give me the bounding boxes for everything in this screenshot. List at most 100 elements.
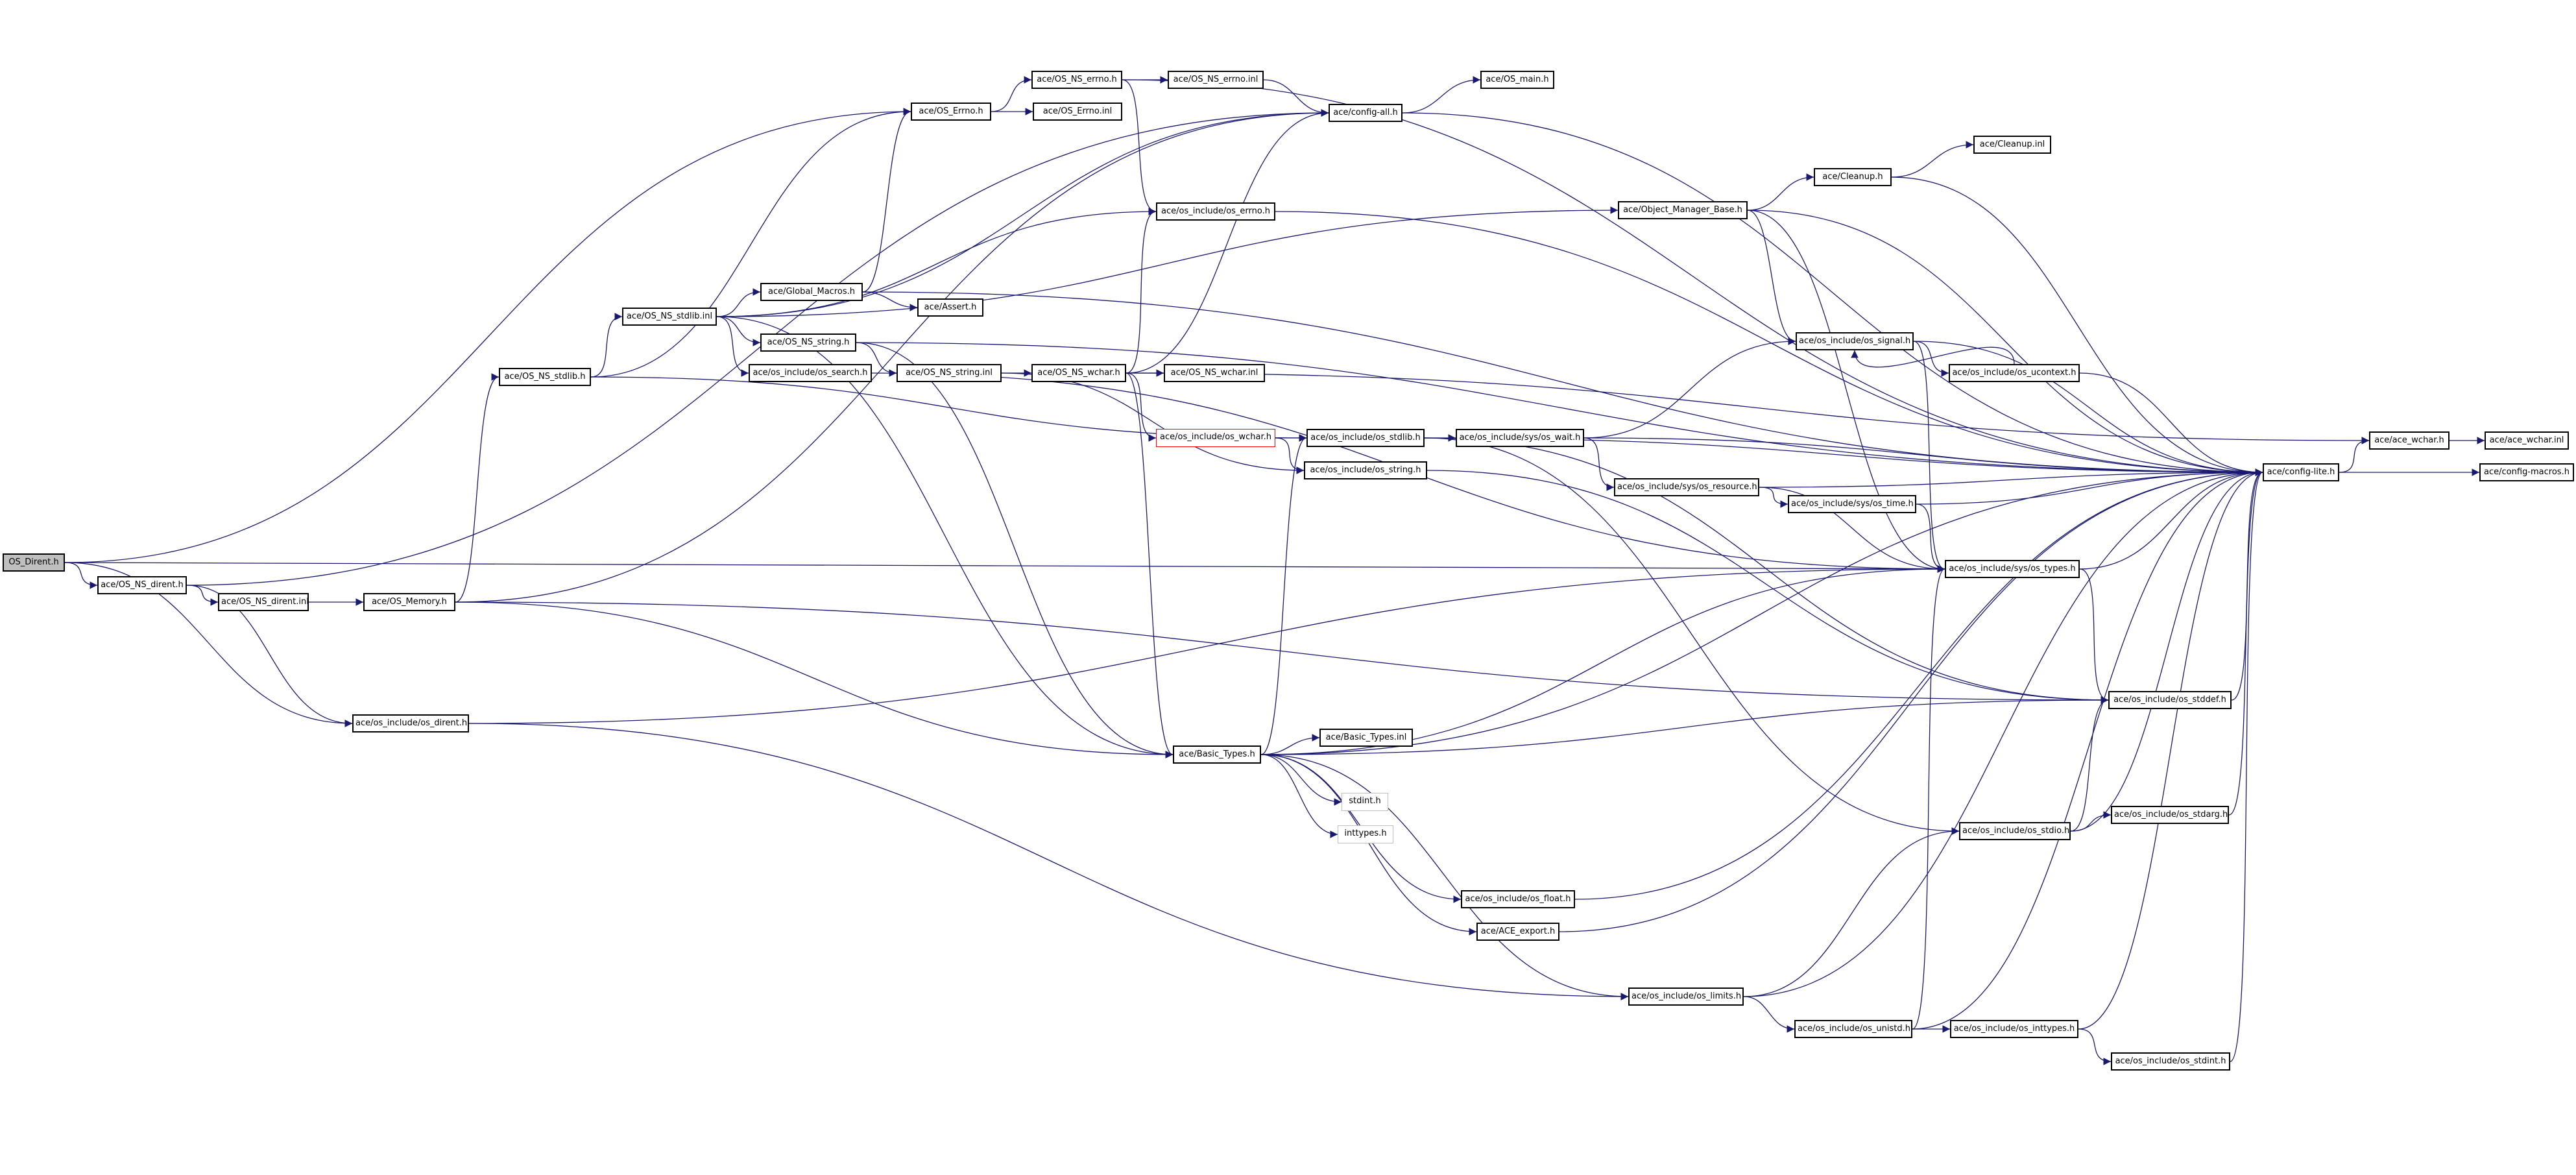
node-os-ns-dirent-inl[interactable]: ace/OS_NS_dirent.inl	[218, 593, 309, 611]
edge-os_include_os_stdarg_h-to-config_lite_h	[2228, 468, 2263, 816]
edge-os_ns_wchar_h-to-os_include_os_wchar_h	[1125, 372, 1157, 442]
edge-os_ns_stdlib_inl-to-os_ns_string_h	[716, 316, 761, 346]
edge-os_dirent_h-to-os_include_sys_os_types_h	[64, 562, 1945, 573]
edge-object_manager_base_h-to-config_lite_h	[1747, 210, 2263, 476]
edge-os_dirent_h-to-os_ns_dirent_h	[64, 562, 98, 589]
edge-os_include_os_inttypes_h-to-config_lite_h	[2078, 468, 2263, 1030]
edge-os_ns_wchar_h-to-config_all_h	[1125, 109, 1329, 374]
node-os-include-sys-os-types-h[interactable]: ace/os_include/sys/os_types.h	[1945, 560, 2080, 578]
node-os-include-os-stddef-h[interactable]: ace/os_include/os_stddef.h	[2108, 691, 2232, 709]
node-assert-h[interactable]: ace/Assert.h	[917, 298, 983, 317]
node-os-include-os-stdio-h[interactable]: ace/os_include/os_stdio.h	[1959, 822, 2071, 840]
edge-os_ns_dirent_h-to-os_ns_dirent_inl	[186, 585, 219, 606]
node-config-lite-h[interactable]: ace/config-lite.h	[2263, 463, 2339, 481]
edge-os_include_os_inttypes_h-to-os_include_os_stdint_h	[2078, 1028, 2112, 1065]
node-os-ns-dirent-h[interactable]: ace/OS_NS_dirent.h	[97, 576, 187, 594]
node-basic-types-inl[interactable]: ace/Basic_Types.inl	[1319, 729, 1413, 747]
edge-basic_types_h-to-config_lite_h	[1260, 468, 2263, 755]
node-basic-types-h[interactable]: ace/Basic_Types.h	[1173, 745, 1261, 764]
node-os-ns-stdlib-inl[interactable]: ace/OS_NS_stdlib.inl	[622, 308, 717, 326]
edge-os_include_os_limits_h-to-os_include_os_stdio_h	[1743, 827, 1960, 997]
node-os-include-os-string-h[interactable]: ace/os_include/os_string.h	[1304, 461, 1427, 479]
edge-global_macros_h-to-assert_h	[862, 291, 918, 311]
node-global-macros-h[interactable]: ace/Global_Macros.h	[760, 283, 863, 301]
node-stdint-h[interactable]: stdint.h	[1342, 793, 1388, 811]
edge-os_include_os_dirent_h-to-os_include_sys_os_types_h	[468, 565, 1945, 724]
edge-os_include_os_limits_h-to-os_include_os_unistd_h	[1743, 996, 1795, 1033]
edge-cleanup_h-to-cleanup_inl	[1891, 141, 1974, 178]
node-os-errno-inl[interactable]: ace/OS_Errno.inl	[1033, 103, 1122, 121]
node-os-ns-wchar-h[interactable]: ace/OS_NS_wchar.h	[1031, 364, 1126, 382]
node-os-ns-string-inl[interactable]: ace/OS_NS_string.inl	[897, 364, 1002, 382]
edge-os_dirent_h-to-os_include_os_dirent_h	[64, 562, 353, 727]
edge-os_include_os_float_h-to-config_lite_h	[1574, 468, 2263, 900]
node-os-include-os-dirent-h[interactable]: ace/os_include/os_dirent.h	[352, 714, 469, 733]
edge-os_memory_h-to-basic_types_h	[455, 601, 1174, 758]
node-config-all-h[interactable]: ace/config-all.h	[1329, 104, 1402, 122]
node-os-include-os-stdarg-h[interactable]: ace/os_include/os_stdarg.h	[2111, 806, 2229, 824]
edge-os_include_os_unistd_h-to-config_lite_h	[1912, 468, 2263, 1030]
node-os-include-sys-os-time-h[interactable]: ace/os_include/sys/os_time.h	[1788, 495, 1916, 513]
node-os-dirent-h[interactable]: OS_Dirent.h	[3, 553, 65, 572]
edge-os_ns_stdlib_inl-to-config_all_h	[716, 109, 1329, 317]
node-os-include-sys-os-wait-h[interactable]: ace/os_include/sys/os_wait.h	[1456, 429, 1584, 447]
edge-os_memory_h-to-os_ns_stdlib_h	[455, 373, 500, 603]
node-os-include-os-unistd-h[interactable]: ace/os_include/os_unistd.h	[1794, 1020, 1912, 1038]
edge-os_ns_errno_h-to-config_lite_h	[1122, 79, 2263, 476]
edge-os_ns_errno_inl-to-config_all_h	[1263, 79, 1329, 117]
edge-config_lite_h-to-ace_wchar_h	[2339, 437, 2370, 473]
node-os-include-os-errno-h[interactable]: ace/os_include/os_errno.h	[1156, 202, 1275, 221]
edge-os_include_os_signal_h-to-os_include_sys_os_types_h	[1913, 341, 1945, 573]
node-os-include-os-signal-h[interactable]: ace/os_include/os_signal.h	[1796, 332, 1914, 350]
node-ace-wchar-inl[interactable]: ace/ace_wchar.inl	[2485, 431, 2569, 450]
node-os-include-os-stdint-h[interactable]: ace/os_include/os_stdint.h	[2111, 1052, 2230, 1071]
edge-os_ns_dirent_h-to-config_all_h	[186, 109, 1329, 586]
node-os-include-os-search-h[interactable]: ace/os_include/os_search.h	[749, 364, 872, 382]
node-os-include-os-float-h[interactable]: ace/os_include/os_float.h	[1461, 890, 1575, 908]
node-os-ns-wchar-inl[interactable]: ace/OS_NS_wchar.inl	[1164, 364, 1265, 382]
edge-os_include_os_errno_h-to-config_lite_h	[1275, 211, 2263, 476]
node-os-main-h[interactable]: ace/OS_main.h	[1480, 71, 1554, 89]
node-os-ns-errno-inl[interactable]: ace/OS_NS_errno.inl	[1168, 71, 1264, 89]
node-os-include-os-limits-h[interactable]: ace/os_include/os_limits.h	[1628, 987, 1744, 1006]
node-object-manager-base-h[interactable]: ace/Object_Manager_Base.h	[1618, 201, 1748, 219]
edge-os_include_os_stdlib_h-to-os_include_os_stdio_h	[1424, 437, 1960, 835]
node-cleanup-h[interactable]: ace/Cleanup.h	[1814, 168, 1892, 186]
node-os-include-os-stdlib-h[interactable]: ace/os_include/os_stdlib.h	[1306, 429, 1425, 447]
node-os-ns-errno-h[interactable]: ace/OS_NS_errno.h	[1031, 71, 1122, 89]
node-inttypes-h[interactable]: inttypes.h	[1338, 825, 1393, 843]
node-config-macros-h[interactable]: ace/config-macros.h	[2479, 463, 2574, 481]
edge-cleanup_h-to-config_lite_h	[1891, 176, 2263, 476]
node-os-errno-h[interactable]: ace/OS_Errno.h	[911, 103, 991, 121]
edge-os_ns_wchar_h-to-ace_wchar_h	[1125, 372, 2370, 444]
edge-os_ns_stdlib_inl-to-object_manager_base_h	[716, 206, 1619, 317]
edge-os_ns_wchar_h-to-basic_types_h	[1125, 372, 1174, 758]
node-os-include-os-inttypes-h[interactable]: ace/os_include/os_inttypes.h	[1950, 1020, 2078, 1038]
edge-os_include_os_limits_h-to-config_lite_h	[1743, 468, 2263, 997]
edge-os_dirent_h-to-os_errno_h	[64, 108, 911, 563]
node-os-include-os-ucontext-h[interactable]: ace/os_include/os_ucontext.h	[1949, 364, 2080, 382]
edge-basic_types_h-to-stdint_h	[1260, 754, 1342, 806]
node-os-ns-string-h[interactable]: ace/OS_NS_string.h	[760, 333, 856, 352]
node-ace-export-h[interactable]: ace/ACE_export.h	[1476, 923, 1559, 941]
node-os-include-sys-os-resource-h[interactable]: ace/os_include/sys/os_resource.h	[1614, 478, 1759, 496]
edge-os_ns_string_inl-to-os_include_os_string_h	[1001, 372, 1305, 474]
node-os-ns-stdlib-h[interactable]: ace/OS_NS_stdlib.h	[499, 368, 591, 386]
edge-os_include_sys_os_resource_h-to-os_include_sys_os_types_h	[1759, 487, 1945, 573]
edge-os_ns_string_h-to-os_ns_string_inl	[856, 342, 897, 377]
edge-os_ns_dirent_h-to-os_include_os_dirent_h	[186, 585, 353, 727]
edge-os_ns_wchar_h-to-os_include_os_errno_h	[1125, 208, 1157, 374]
edge-object_manager_base_h-to-cleanup_h	[1747, 173, 1814, 211]
edge-os_include_os_ucontext_h-to-config_lite_h	[2079, 372, 2263, 476]
node-os-memory-h[interactable]: ace/OS_Memory.h	[363, 593, 455, 611]
edge-object_manager_base_h-to-os_include_os_signal_h	[1747, 210, 1796, 345]
edge-os_include_os_stdio_h-to-os_include_os_stddef_h	[2070, 696, 2109, 832]
node-cleanup-inl[interactable]: ace/Cleanup.inl	[1973, 136, 2051, 154]
node-ace-wchar-h[interactable]: ace/ace_wchar.h	[2369, 431, 2450, 450]
edge-os_include_os_stdlib_h-to-os_include_os_stddef_h	[1424, 437, 2109, 704]
node-os-include-os-wchar-h[interactable]: ace/os_include/os_wchar.h	[1156, 429, 1275, 447]
edge-os_include_sys_os_wait_h-to-config_lite_h	[1583, 437, 2263, 476]
edge-object_manager_base_h-to-os_include_sys_os_types_h	[1747, 210, 1945, 573]
